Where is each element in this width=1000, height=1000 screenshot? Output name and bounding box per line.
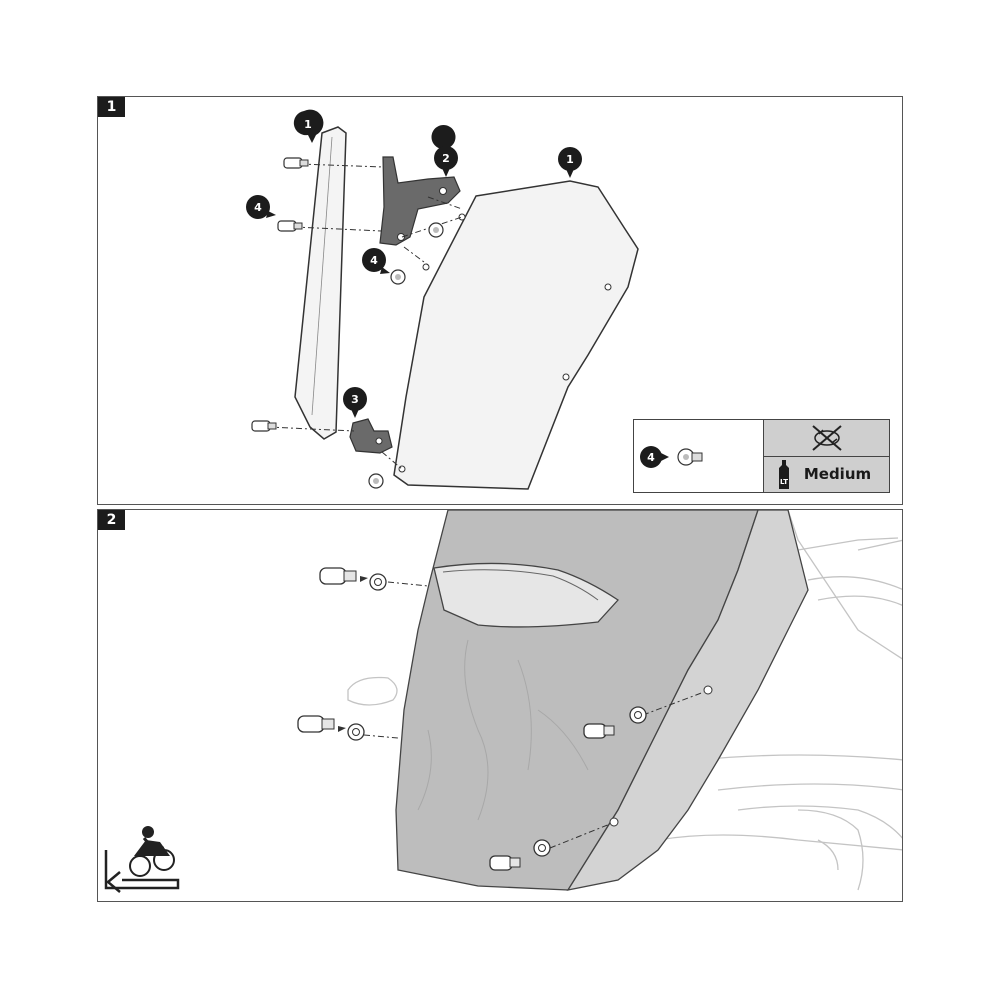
mount-hole bbox=[703, 685, 713, 695]
svg-text:1: 1 bbox=[304, 118, 312, 131]
shield-hole bbox=[562, 373, 570, 381]
screw bbox=[428, 222, 444, 238]
screw-with-washer bbox=[319, 567, 387, 591]
upper-mounting-bracket bbox=[379, 156, 461, 246]
windshield-shield bbox=[393, 180, 639, 490]
motorcycle-rider-icon bbox=[129, 826, 175, 877]
step-1-panel: 1 bbox=[97, 96, 903, 505]
windscreen-reflection-lines bbox=[417, 639, 589, 821]
screw bbox=[251, 420, 277, 432]
no-cleaning-agent-cell bbox=[764, 420, 889, 457]
svg-text:4: 4 bbox=[647, 451, 655, 464]
step-2-panel: 2 bbox=[97, 509, 903, 902]
legend-part-graphic: 4 bbox=[640, 446, 703, 468]
step-2-installation-diagram bbox=[104, 510, 902, 893]
screw-with-washer bbox=[489, 839, 551, 871]
fastener-legend: 4 LT bbox=[633, 419, 890, 493]
callout-screw-upper-left: 4 bbox=[246, 195, 276, 219]
no-cleaning-agent-icon bbox=[811, 424, 842, 451]
screw-with-washer bbox=[297, 715, 365, 741]
side-deflector-panel bbox=[294, 126, 347, 440]
svg-text:2: 2 bbox=[442, 152, 450, 165]
step-2-badge: 2 bbox=[98, 510, 125, 530]
direction-arrow-icon bbox=[104, 850, 180, 893]
screw-with-washer bbox=[583, 706, 647, 739]
threadlock-strength-label: Medium bbox=[803, 465, 872, 484]
callout-bracket-bottom: 3 bbox=[343, 387, 367, 418]
mount-hole bbox=[609, 817, 619, 827]
headlight-opening bbox=[433, 562, 619, 628]
svg-text:4: 4 bbox=[254, 201, 262, 214]
lower-mounting-bracket bbox=[349, 418, 393, 454]
motorcycle-background-outline bbox=[347, 510, 902, 891]
step-1-exploded-diagram: 1 2 1 4 4 3 bbox=[246, 109, 639, 490]
callout-shield-left: 1 bbox=[293, 109, 324, 143]
callout-bracket-top: 2 bbox=[431, 125, 458, 177]
callout-screw-mid: 4 bbox=[362, 248, 390, 274]
bracket-hole bbox=[397, 233, 405, 241]
screw bbox=[277, 220, 303, 232]
screw-icon bbox=[677, 448, 703, 466]
svg-text:LT: LT bbox=[780, 478, 788, 486]
bracket-hole bbox=[439, 187, 447, 195]
callout-shield-right: 1 bbox=[558, 147, 582, 178]
step-1-badge: 1 bbox=[98, 97, 125, 117]
shield-hole bbox=[458, 213, 466, 221]
shield-hole bbox=[604, 283, 612, 291]
svg-text:3: 3 bbox=[351, 393, 359, 406]
threadlocker-bottle-icon: LT bbox=[779, 459, 789, 489]
screw bbox=[283, 157, 309, 169]
bracket-hole bbox=[375, 437, 383, 445]
side-deflector bbox=[566, 510, 809, 891]
svg-text:1: 1 bbox=[566, 153, 574, 166]
screw bbox=[368, 473, 384, 489]
threadlock-cell: LT Medium bbox=[764, 456, 889, 492]
legend-part-cell: 4 bbox=[634, 420, 764, 492]
assembly-guide-lines bbox=[363, 581, 705, 849]
screw bbox=[390, 269, 406, 285]
svg-text:4: 4 bbox=[370, 254, 378, 267]
shield-hole bbox=[422, 263, 430, 271]
